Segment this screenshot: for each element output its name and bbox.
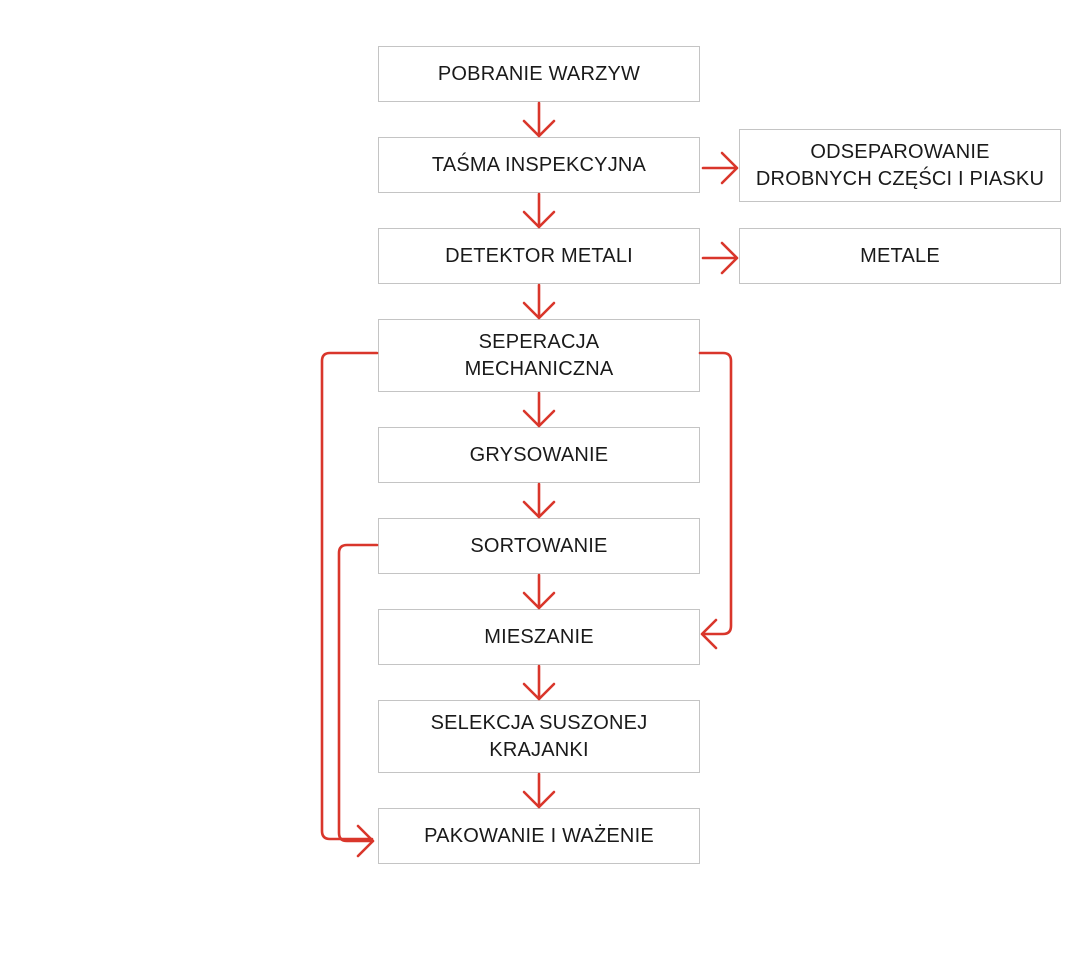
step-detektor-metali: DETEKTOR METALI [378, 228, 700, 284]
step-label: PAKOWANIE I WAŻENIE [424, 824, 654, 847]
step-label-line2: KRAJANKI [489, 738, 589, 761]
arrow-selekcja-to-pakowanie [522, 772, 556, 809]
step-label-line1: SEPERACJA [478, 330, 600, 353]
step-label-line1: SELEKCJA SUSZONEJ [430, 711, 648, 734]
arrow-detektor-to-separacja [522, 283, 556, 320]
arrow-mieszanie-to-selekcja [522, 664, 556, 701]
step-label: GRYSOWANIE [469, 443, 609, 466]
step-label-line2: MECHANICZNA [464, 357, 614, 380]
step-label: SORTOWANIE [470, 534, 608, 557]
step-sortowanie: SORTOWANIE [378, 518, 700, 574]
arrow-separacja-to-mieszanie [698, 351, 733, 650]
step-label: MIESZANIE [484, 625, 594, 648]
step-tasma-inspekcyjna: TAŚMA INSPEKCYJNA [378, 137, 700, 193]
step-label: TAŚMA INSPEKCYJNA [431, 153, 647, 176]
output-metale: METALE [739, 228, 1061, 284]
arrow-detektor-to-metale [701, 241, 739, 275]
output-label: METALE [860, 244, 940, 267]
arrow-sortowanie-to-mieszanie [522, 573, 556, 610]
step-selekcja-suszonej-krajanki: SELEKCJA SUSZONEJ KRAJANKI [378, 700, 700, 773]
step-separacja-mechaniczna: SEPERACJA MECHANICZNA [378, 319, 700, 392]
arrow-separacja-to-pakowanie [320, 351, 379, 841]
step-mieszanie: MIESZANIE [378, 609, 700, 665]
arrow-grysowanie-to-sortowanie [522, 482, 556, 519]
arrow-tasma-to-odseparowanie [701, 151, 739, 185]
output-label-line2: DROBNYCH CZĘŚCI I PIASKU [755, 167, 1045, 190]
step-label: DETEKTOR METALI [445, 244, 633, 267]
step-pakowanie-i-wazenie: PAKOWANIE I WAŻENIE [378, 808, 700, 864]
step-grysowanie: GRYSOWANIE [378, 427, 700, 483]
step-pobranie-warzyw: POBRANIE WARZYW [378, 46, 700, 102]
arrow-tasma-to-detektor [522, 192, 556, 229]
step-label: POBRANIE WARZYW [437, 62, 641, 85]
output-label-line1: ODSEPAROWANIE [810, 140, 990, 163]
arrow-sortowanie-to-pakowanie [337, 543, 379, 858]
arrow-separacja-to-grysowanie [522, 391, 556, 428]
output-odseparowanie: ODSEPAROWANIE DROBNYCH CZĘŚCI I PIASKU [739, 129, 1061, 202]
arrow-pobranie-to-tasma [522, 101, 556, 138]
